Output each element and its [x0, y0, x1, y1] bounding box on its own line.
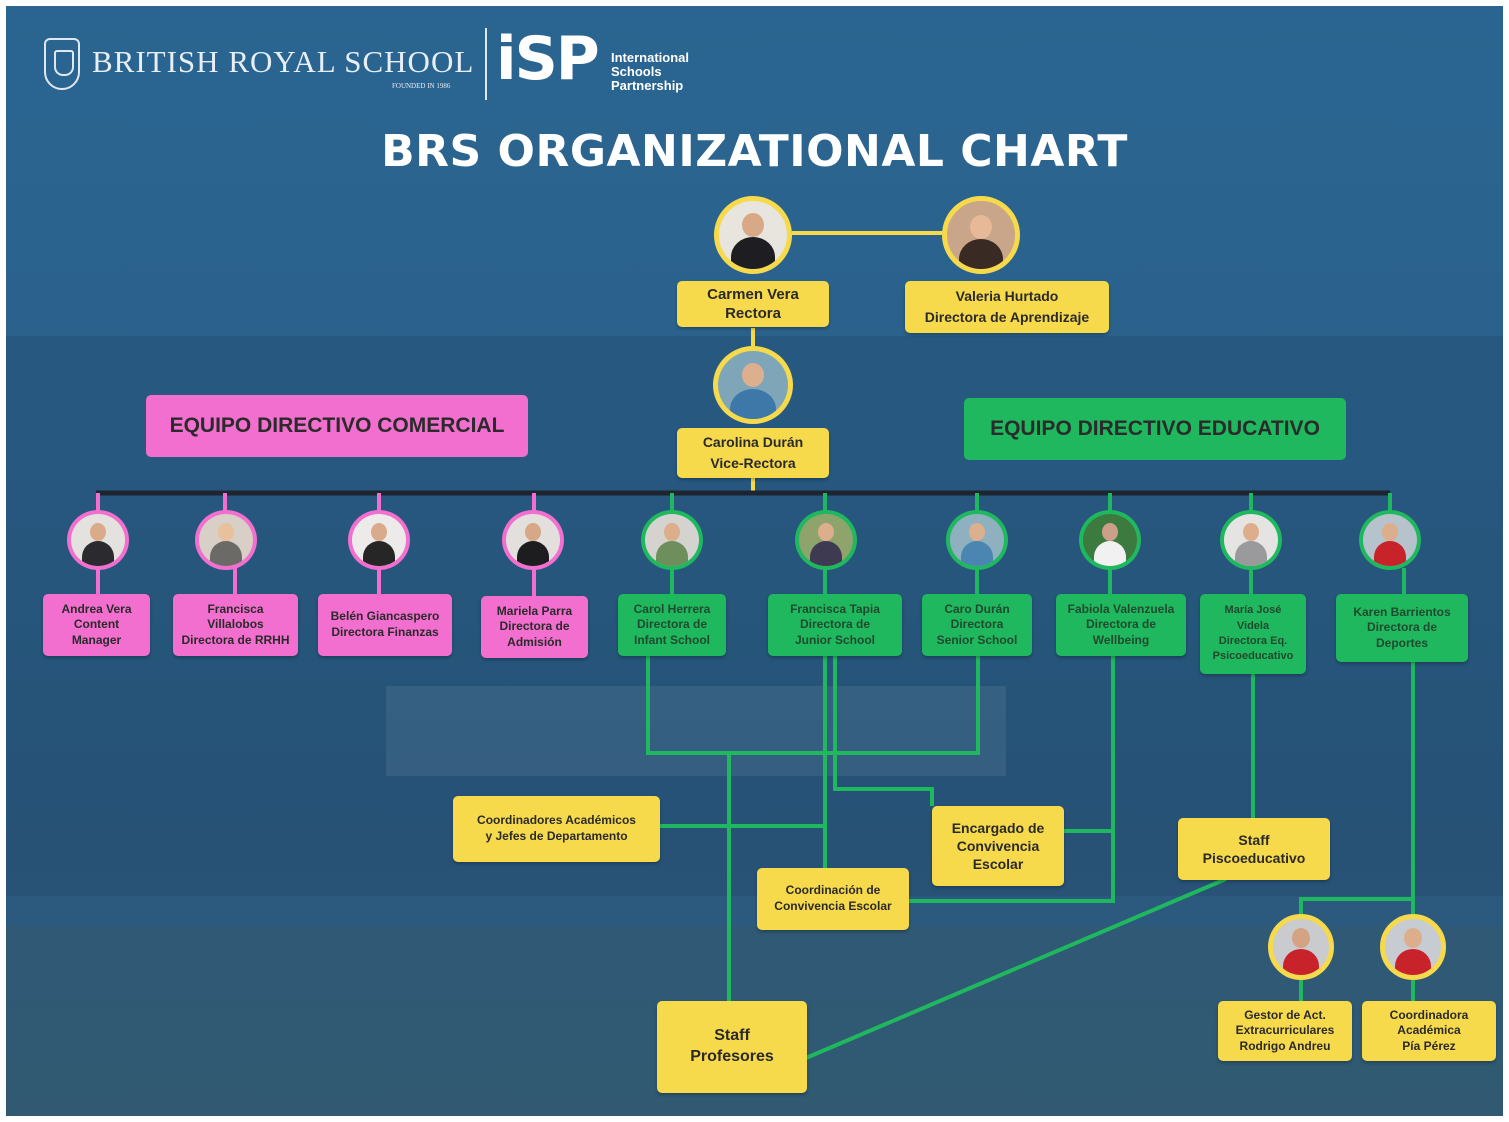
box-mariela-parra: Mariela Parra Directora de Admisión	[481, 596, 588, 658]
team-label-educational: EQUIPO DIRECTIVO EDUCATIVO	[964, 398, 1346, 460]
school-founded: FOUNDED IN 1986	[392, 82, 451, 90]
team-label-commercial: EQUIPO DIRECTIVO COMERCIAL	[146, 395, 528, 457]
box-valeria-hurtado: Valeria Hurtado Directora de Aprendizaje	[905, 281, 1109, 333]
avatar-carol-herrera	[641, 510, 703, 570]
avatar-maria-jose-videla	[1220, 510, 1282, 570]
avatar-caro-duran	[946, 510, 1008, 570]
box-maria-jose-videla: María José Videla Directora Eq. Psicoedu…	[1200, 594, 1306, 674]
box-karen-barrientos: Karen Barrientos Directora de Deportes	[1336, 594, 1468, 662]
org-chart-canvas: BRITISH ROYAL SCHOOL FOUNDED IN 1986 iSP…	[6, 6, 1503, 1116]
box-rodrigo-andreu: Gestor de Act. Extracurriculares Rodrigo…	[1218, 1001, 1352, 1061]
avatar-rodrigo-andreu	[1268, 914, 1334, 980]
box-francisca-villalobos: Francisca Villalobos Directora de RRHH	[173, 594, 298, 656]
box-pia-perez: Coordinadora Académica Pía Pérez	[1362, 1001, 1496, 1061]
avatar-pia-perez	[1380, 914, 1446, 980]
avatar-mariela-parra	[502, 510, 564, 570]
avatar-francisca-villalobos	[195, 510, 257, 570]
isp-logo-mark: iSP	[496, 24, 600, 94]
avatar-valeria-hurtado	[942, 196, 1020, 274]
avatar-karen-barrientos	[1359, 510, 1421, 570]
box-coordinadores-academicos: Coordinadores Académicos y Jefes de Depa…	[453, 796, 660, 862]
box-coordinacion-convivencia: Coordinación de Convivencia Escolar	[757, 868, 909, 930]
box-belen-giancaspero: Belén Giancaspero Directora Finanzas	[318, 594, 452, 656]
box-carmen-vera: Carmen Vera Rectora	[677, 281, 829, 327]
avatar-carmen-vera	[714, 196, 792, 274]
isp-name-line3: Partnership	[611, 78, 684, 93]
avatar-andrea-vera	[67, 510, 129, 570]
box-andrea-vera: Andrea Vera Content Manager	[43, 594, 150, 656]
box-staff-profesores: Staff Profesores	[657, 1001, 807, 1093]
school-crest-icon	[44, 38, 80, 90]
logo-divider	[485, 28, 487, 100]
page-title: BRS ORGANIZATIONAL CHART	[381, 126, 1128, 177]
school-name: BRITISH ROYAL SCHOOL	[92, 44, 475, 79]
isp-name-line2: Schools	[611, 64, 662, 79]
box-carolina-duran: Carolina Durán Vice-Rectora	[677, 428, 829, 478]
box-staff-psicoeducativo: Staff Piscoeducativo	[1178, 818, 1330, 880]
avatar-carolina-duran	[713, 346, 793, 424]
isp-name-line1: International	[611, 50, 690, 65]
connector-lines	[96, 231, 1415, 1060]
avatar-fabiola-valenzuela	[1079, 510, 1141, 570]
box-fabiola-valenzuela: Fabiola Valenzuela Directora de Wellbein…	[1056, 594, 1186, 656]
box-carol-herrera: Carol Herrera Directora de Infant School	[618, 594, 726, 656]
avatar-belen-giancaspero	[348, 510, 410, 570]
avatar-francisca-tapia	[795, 510, 857, 570]
box-francisca-tapia: Francisca Tapia Directora de Junior Scho…	[768, 594, 902, 656]
background-roof	[386, 686, 1006, 776]
box-encargado-convivencia: Encargado de Convivencia Escolar	[932, 806, 1064, 886]
box-caro-duran: Caro Durán Directora Senior School	[922, 594, 1032, 656]
